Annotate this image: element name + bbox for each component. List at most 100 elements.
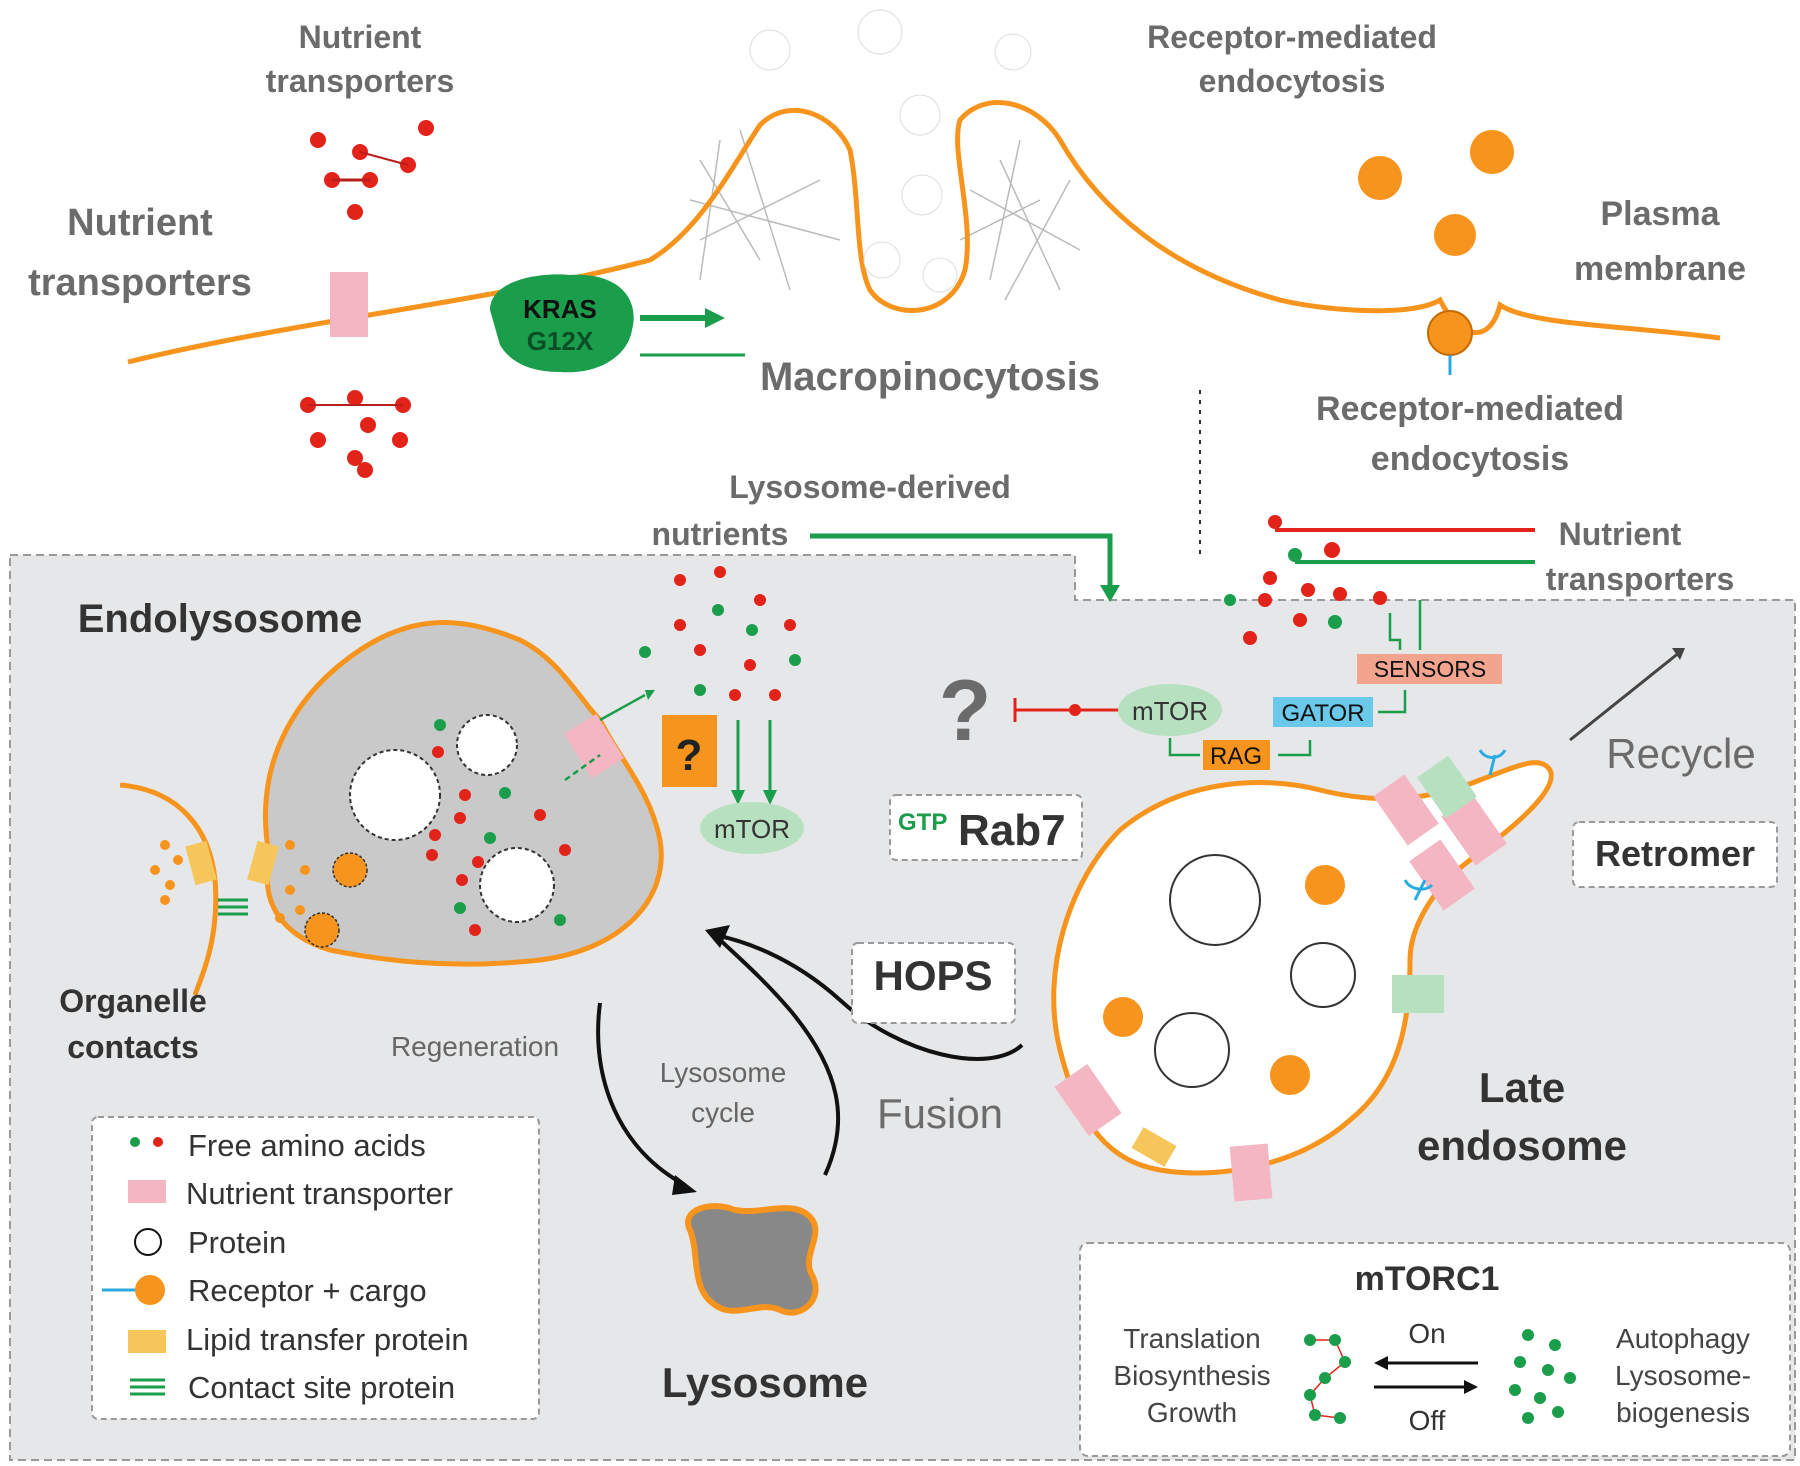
legend-label-receptor: Receptor + cargo <box>188 1273 427 1308</box>
lysosome-derived-label-2: nutrients <box>652 516 789 552</box>
mtorc1-chain-icon <box>1304 1334 1351 1424</box>
mtorc1-on-label: On <box>1408 1318 1445 1349</box>
legend-labels: Free amino acids Nutrient transporter Pr… <box>186 1128 469 1405</box>
coated-vesicle <box>1427 310 1473 356</box>
endolysosome-amino-acids <box>426 719 571 936</box>
mtor-endolysosome <box>700 802 804 854</box>
fusion-label: Fusion <box>877 1090 1003 1137</box>
transport-arrow <box>599 693 646 722</box>
late-endosome-receptors <box>1403 749 1507 901</box>
recycle-label: Recycle <box>1606 730 1755 777</box>
legend-icon-contact <box>130 1378 165 1396</box>
late-endosome-label-1: Late <box>1479 1064 1565 1111</box>
nutrient-transporters-left-1: Nutrient <box>67 202 213 244</box>
nutrient-transporters-right-2: transporters <box>1546 561 1735 597</box>
lipid-transfer-protein-1 <box>185 840 217 886</box>
organelle-contacts-label-2: contacts <box>67 1029 199 1065</box>
retromer-label: Retromer <box>1595 833 1755 874</box>
endolysosome-transporter <box>564 713 624 779</box>
receptor-cargo-particles <box>1358 130 1514 256</box>
retromer-box <box>1572 821 1778 888</box>
organelle-contacts-label-1: Organelle <box>59 983 207 1019</box>
mtorc1-lysosome: Lysosome- <box>1615 1360 1751 1391</box>
lysosome-cycle-label-2: cycle <box>691 1097 755 1128</box>
mtorc1-off-label: Off <box>1409 1405 1446 1436</box>
lysosome-derived-arrow <box>810 533 1113 585</box>
lysosome-cycle-arrow <box>713 933 841 1176</box>
rab7-box <box>889 794 1083 861</box>
mtorc1-biogenesis: biogenesis <box>1616 1397 1750 1428</box>
kras-bubble <box>490 274 634 373</box>
plasma-membrane-label-1: Plasma <box>1600 195 1720 233</box>
regeneration-label: Regeneration <box>391 1031 559 1062</box>
hops-box <box>851 942 1016 1024</box>
kras-mutation-label: G12X <box>527 326 594 356</box>
lipid-transfer-protein-2 <box>247 840 279 886</box>
gator-label: GATOR <box>1281 700 1364 727</box>
legend-label-contact: Contact site protein <box>188 1370 455 1405</box>
lysosome-cycle-label-1: Lysosome <box>660 1057 787 1088</box>
fusion-arrow <box>714 933 1024 1061</box>
inhibited-target-mark: ? <box>939 663 992 759</box>
mtor-endolysosome-label: mTOR <box>714 814 790 844</box>
nutrient-transporter-plasma <box>330 272 368 337</box>
mtorc1-left-terms: Translation Biosynthesis Growth Autophag… <box>1113 1323 1751 1428</box>
unknown-sensor-box <box>662 715 717 787</box>
rab7-label: Rab7 <box>958 806 1066 855</box>
late-endosome-lipid-protein <box>1131 1127 1177 1167</box>
nutrient-transporters-label-1: Nutrient <box>299 19 422 55</box>
receptor-endocytosis-right-2: endocytosis <box>1371 440 1569 478</box>
endolysosome-receptor-cargo <box>304 852 368 948</box>
nutrient-transporters-left-2: transporters <box>28 262 252 304</box>
mtorc1-growth: Growth <box>1147 1397 1237 1428</box>
legend-icon-protein <box>134 1228 162 1256</box>
legend-icon-amino-acids <box>130 1137 163 1147</box>
legend-label-protein: Protein <box>188 1225 286 1260</box>
legend-label-lipid: Lipid transfer protein <box>186 1322 469 1357</box>
late-endosome-label-2: endosome <box>1417 1122 1627 1169</box>
rag-box <box>1203 740 1270 770</box>
mtorc1-autophagy: Autophagy <box>1616 1323 1750 1354</box>
lysosome-label: Lysosome <box>662 1359 868 1406</box>
mtor-signaling-arrows <box>1168 600 1422 757</box>
late-endosome-cargo <box>1103 865 1345 1095</box>
mtor-late-endosome <box>1118 684 1222 736</box>
mtorc1-free-amino-acids-icon <box>1509 1329 1576 1424</box>
mtorc1-box <box>1079 1242 1791 1457</box>
late-endosome-retromer <box>1392 755 1477 1013</box>
mtorc1-biosynthesis: Biosynthesis <box>1113 1360 1270 1391</box>
nutrient-transporters-right-1: Nutrient <box>1559 516 1682 552</box>
released-amino-acids <box>639 566 801 701</box>
contact-site-protein <box>218 898 248 916</box>
legend-label-amino-acids: Free amino acids <box>188 1128 426 1163</box>
hops-label: HOPS <box>873 952 992 999</box>
legend-icon-lipid <box>128 1330 166 1353</box>
legend-box <box>91 1116 540 1420</box>
mtorc1-title: mTORC1 <box>1355 1260 1500 1298</box>
late-endosome-transporters <box>1054 774 1507 1202</box>
contact-lipids <box>150 840 310 923</box>
macropinocytosis-label: Macropinocytosis <box>760 355 1100 399</box>
legend-icon-receptor <box>102 1275 165 1305</box>
mtorc1-translation: Translation <box>1123 1323 1260 1354</box>
receptor-endocytosis-label-1: Receptor-mediated <box>1147 19 1437 55</box>
kras-label: KRAS <box>523 294 597 324</box>
rag-label: RAG <box>1210 743 1262 770</box>
endolysosome-proteins <box>349 714 555 923</box>
receptor-endocytosis-label-2: endocytosis <box>1199 63 1386 99</box>
sensors-label: SENSORS <box>1374 656 1486 682</box>
late-endosome-proteins <box>1154 854 1356 1088</box>
gator-box <box>1273 697 1373 727</box>
rab7-gtp-label: GTP <box>898 809 947 836</box>
late-endosome-surface-amino-acids <box>1224 515 1387 645</box>
sensors-box <box>1357 654 1502 684</box>
regeneration-arrow <box>596 1002 686 1187</box>
plasma-membrane <box>127 100 1721 365</box>
legend-icon-transporter <box>128 1180 166 1203</box>
lysosome-body <box>685 1203 819 1316</box>
nutrient-transporters-label-2: transporters <box>266 63 455 99</box>
endolysosome-title: Endolysosome <box>78 597 363 641</box>
receptor-endocytosis-right-1: Receptor-mediated <box>1316 390 1624 428</box>
recycle-arrow <box>1569 650 1681 742</box>
